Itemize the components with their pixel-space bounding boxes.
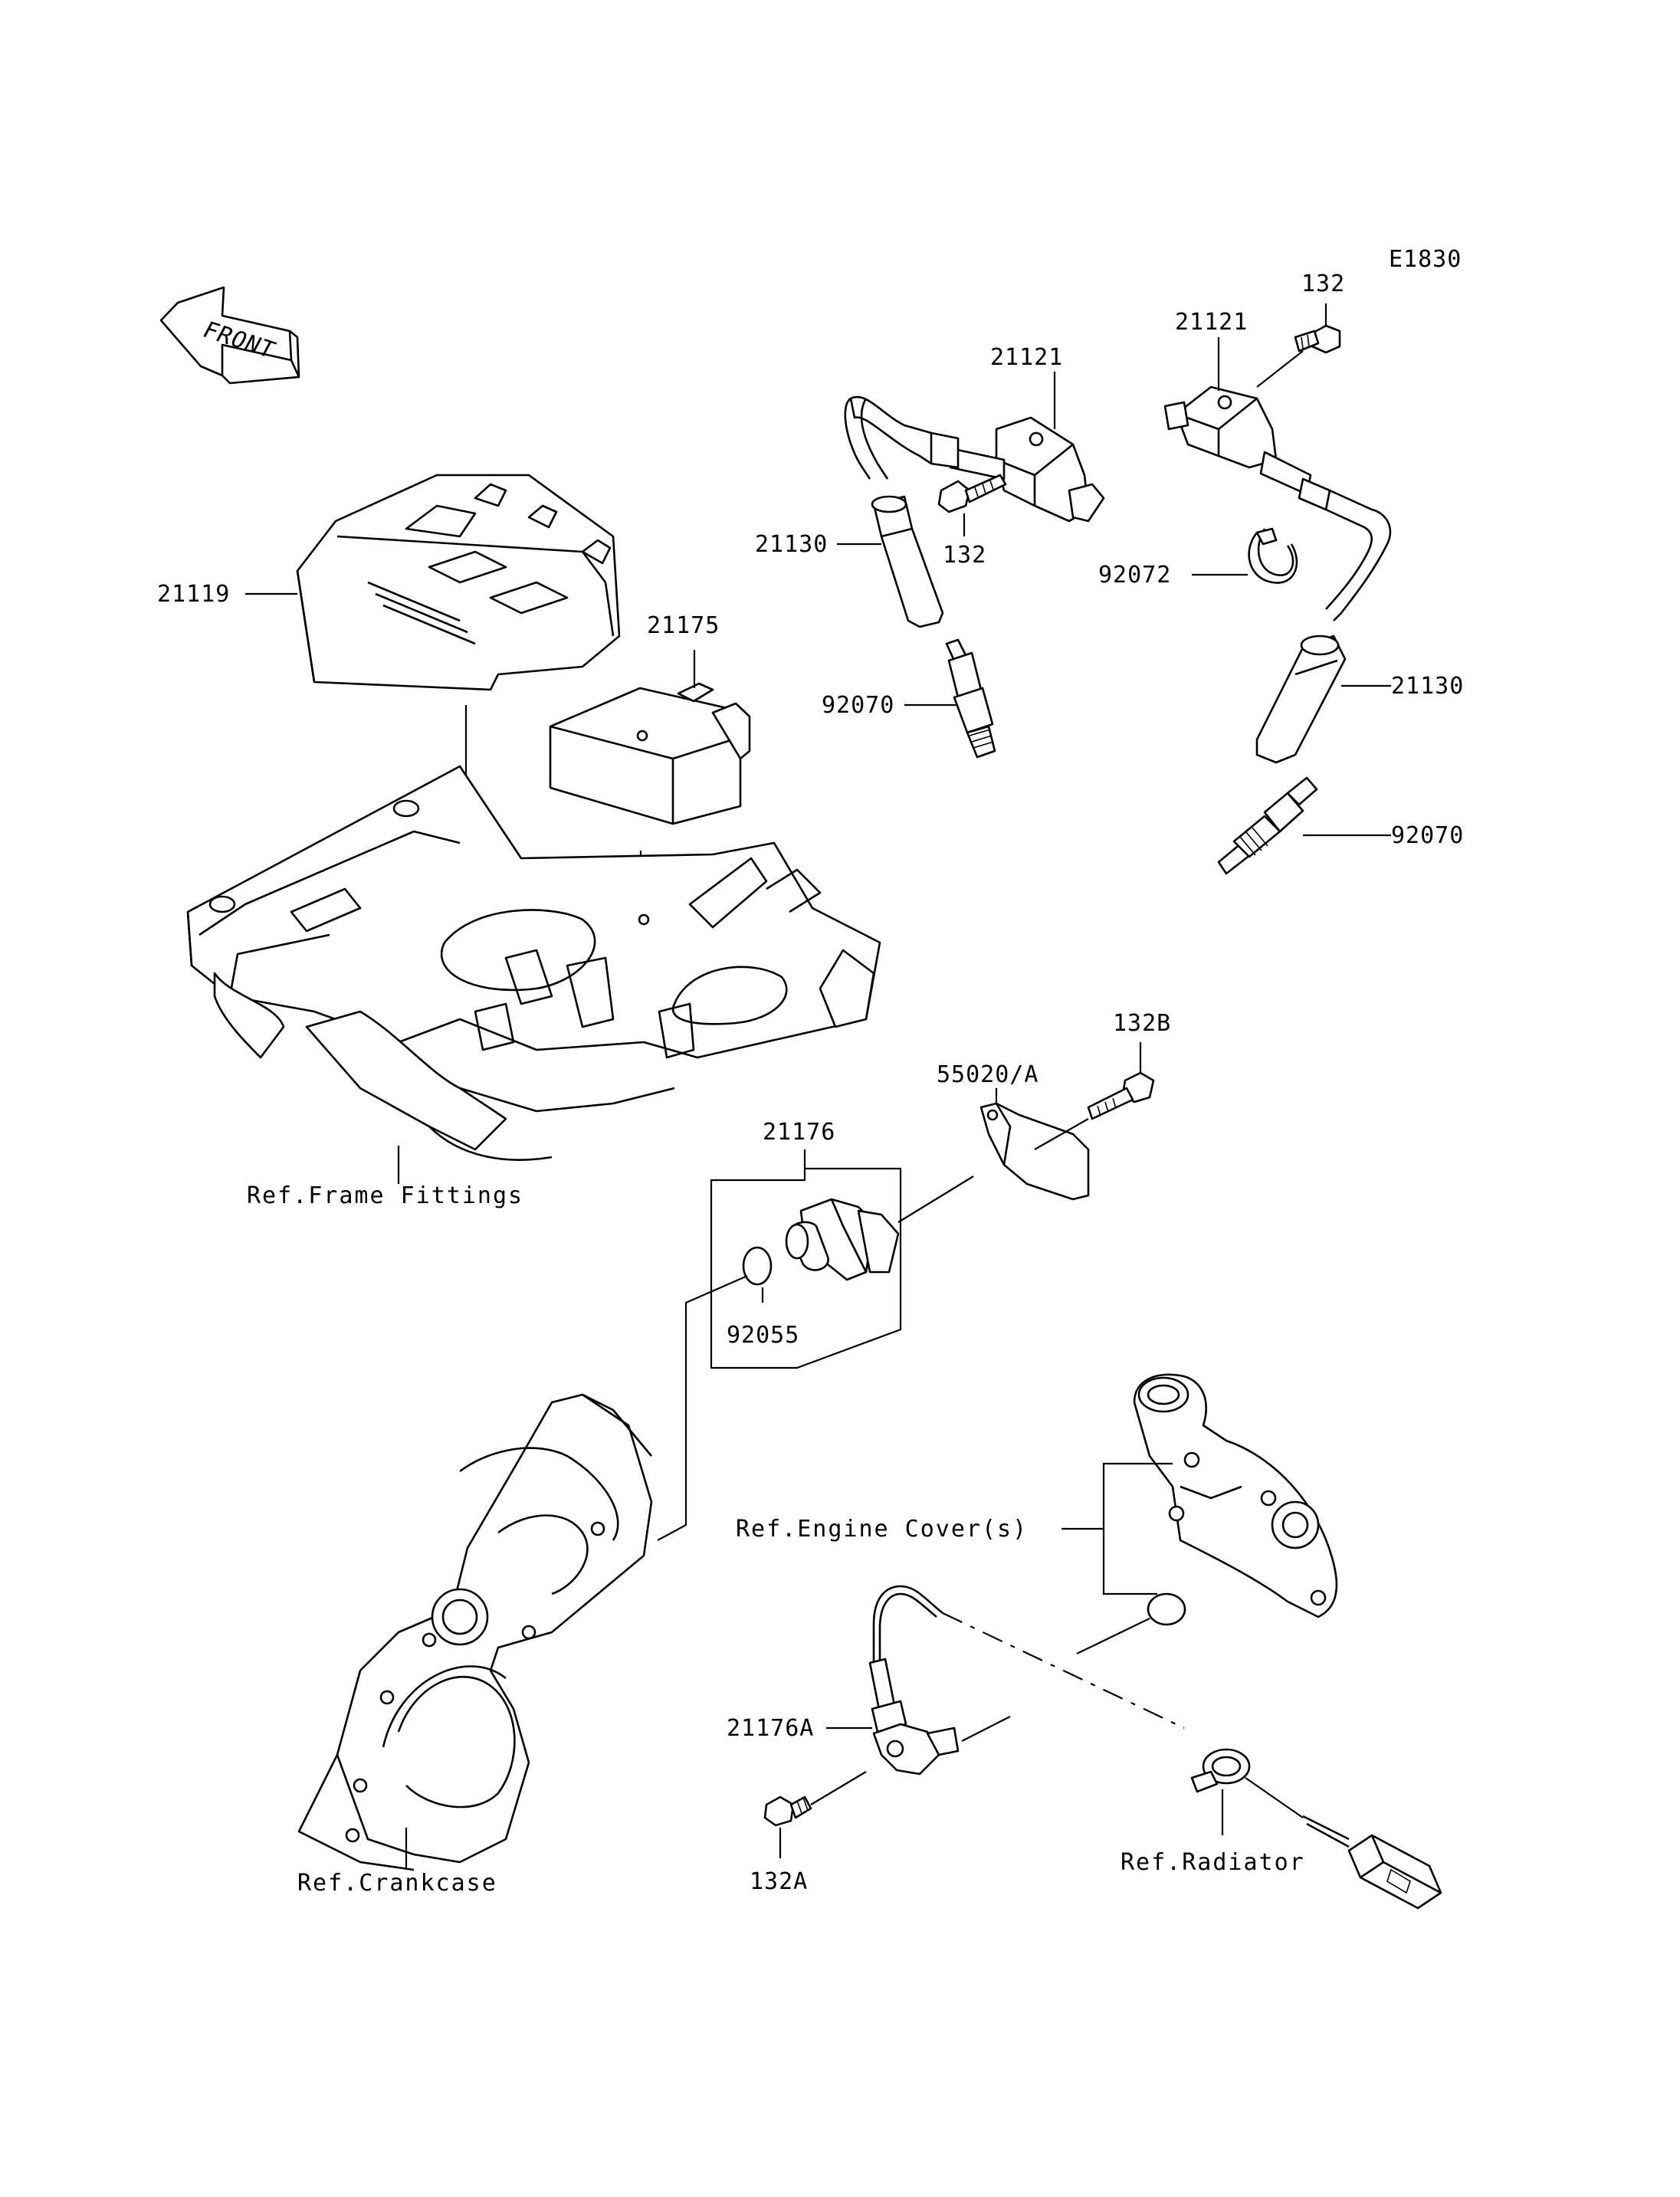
ref-radiator: Ref.Radiator bbox=[1121, 1849, 1305, 1876]
callout-plug-b: 92070 bbox=[1391, 822, 1464, 849]
callout-crank-bolt: 132A bbox=[750, 1868, 808, 1895]
callout-bracket-bolt: 132B bbox=[1113, 1010, 1171, 1037]
leader-cover-o-ring bbox=[1076, 1618, 1150, 1654]
frame-fittings-tray bbox=[186, 765, 881, 1161]
callout-coil-a: 21121 bbox=[990, 344, 1063, 371]
bracket-engine-cover bbox=[1061, 1462, 1173, 1595]
sensor-bracket bbox=[979, 1102, 1090, 1201]
relay-box bbox=[549, 682, 751, 825]
cable-routing-line bbox=[942, 1612, 1185, 1729]
callout-clamp: 92072 bbox=[1098, 562, 1171, 589]
leader-sensor-install bbox=[657, 1274, 748, 1541]
leader-bolt-b-to-coil bbox=[1256, 350, 1304, 388]
front-direction-arrow-icon: FRONT bbox=[159, 286, 300, 385]
callout-ecu: 21119 bbox=[157, 581, 230, 608]
callout-cam-sensor: 21176 bbox=[763, 1119, 835, 1146]
bolt-coil-a bbox=[937, 474, 1007, 513]
crank-sensor bbox=[868, 1585, 960, 1776]
spark-plug-a bbox=[945, 638, 996, 759]
leader-crank-sensor-install bbox=[961, 1716, 1011, 1742]
callout-relay: 21175 bbox=[647, 612, 720, 639]
engine-cover bbox=[1133, 1373, 1338, 1618]
bracket-box-21176 bbox=[710, 1167, 902, 1369]
sensor-connector bbox=[1302, 1815, 1442, 1910]
spark-plug-b bbox=[1217, 776, 1318, 875]
leader-bolt-to-sensor bbox=[810, 1771, 867, 1805]
clamp bbox=[1248, 527, 1298, 584]
ref-crankcase: Ref.Crankcase bbox=[297, 1870, 497, 1897]
ref-frame-fittings: Ref.Frame Fittings bbox=[247, 1182, 523, 1209]
callout-cap-a: 21130 bbox=[755, 531, 828, 558]
callout-plug-a: 92070 bbox=[822, 692, 894, 719]
callout-sensor-bracket: 55020/A bbox=[937, 1061, 1039, 1088]
bolt-coil-b bbox=[1294, 324, 1341, 354]
plug-cap-a bbox=[871, 495, 944, 628]
leader-sensor-to-bracket bbox=[897, 1176, 974, 1223]
cam-sensor bbox=[785, 1198, 900, 1281]
radiator-clamp bbox=[1190, 1748, 1251, 1793]
callout-cap-b: 21130 bbox=[1391, 673, 1464, 700]
ignition-coil-a bbox=[844, 395, 1105, 523]
bracket-bolt bbox=[1087, 1071, 1155, 1120]
ecu-unit bbox=[296, 474, 621, 691]
ref-engine-cover: Ref.Engine Cover(s) bbox=[736, 1516, 1028, 1543]
leader-clamp-to-connector bbox=[1245, 1777, 1304, 1818]
o-ring-sensor bbox=[742, 1246, 773, 1286]
callout-crank-sensor: 21176A bbox=[727, 1715, 814, 1742]
plug-cap-b bbox=[1255, 635, 1347, 764]
diagram-code: E1830 bbox=[1389, 246, 1462, 273]
crankcase bbox=[297, 1393, 653, 1871]
callout-bolt-a: 132 bbox=[943, 542, 986, 569]
callout-o-ring: 92055 bbox=[727, 1322, 799, 1349]
callout-coil-b: 21121 bbox=[1175, 309, 1248, 336]
leader-bracket-to-bolt bbox=[1034, 1118, 1089, 1150]
o-ring-cover bbox=[1147, 1592, 1186, 1626]
callout-bolt-b: 132 bbox=[1301, 271, 1345, 297]
crank-sensor-bolt bbox=[763, 1795, 812, 1827]
ignition-coil-b bbox=[1163, 385, 1392, 621]
